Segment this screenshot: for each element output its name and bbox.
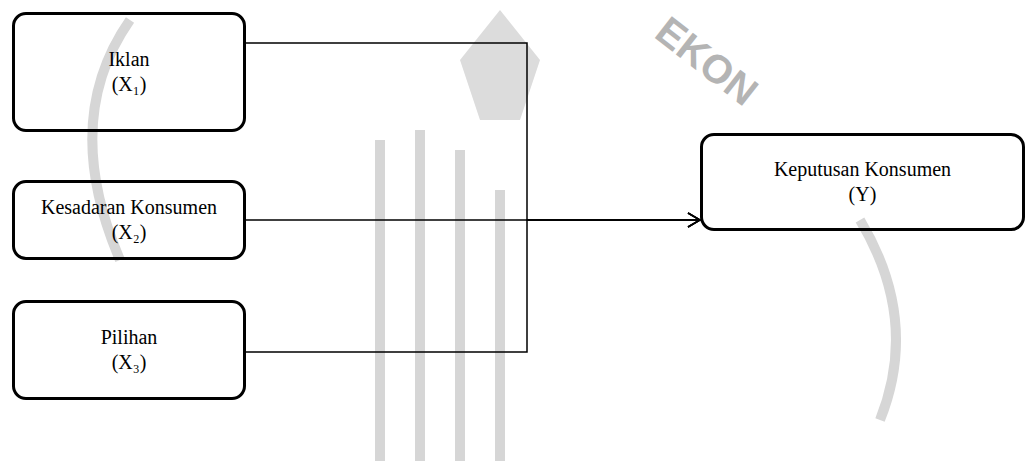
variable-code: (X₃) <box>112 350 147 375</box>
variable-box: Iklan(X₁) <box>12 12 246 132</box>
variable-name: Kesadaran Konsumen <box>41 195 217 220</box>
variable-box: Kesadaran Konsumen(X₂) <box>12 180 246 260</box>
dependent-variable-box: Keputusan Konsumen(Y) <box>700 133 1025 231</box>
variable-name: Iklan <box>108 47 149 72</box>
influence-arrow <box>246 43 700 220</box>
variable-code: (Y) <box>849 182 877 207</box>
variable-name: Pilihan <box>101 325 158 350</box>
watermark-text: EKON <box>647 8 766 115</box>
variable-code: (X₁) <box>112 72 147 97</box>
variable-code: (X₂) <box>112 220 147 245</box>
watermark-stripes <box>380 130 500 461</box>
watermark-flame <box>460 10 540 120</box>
influence-arrow <box>246 220 700 352</box>
watermark-leaf <box>860 220 896 420</box>
variable-name: Keputusan Konsumen <box>774 157 951 182</box>
variable-box: Pilihan(X₃) <box>12 300 246 400</box>
